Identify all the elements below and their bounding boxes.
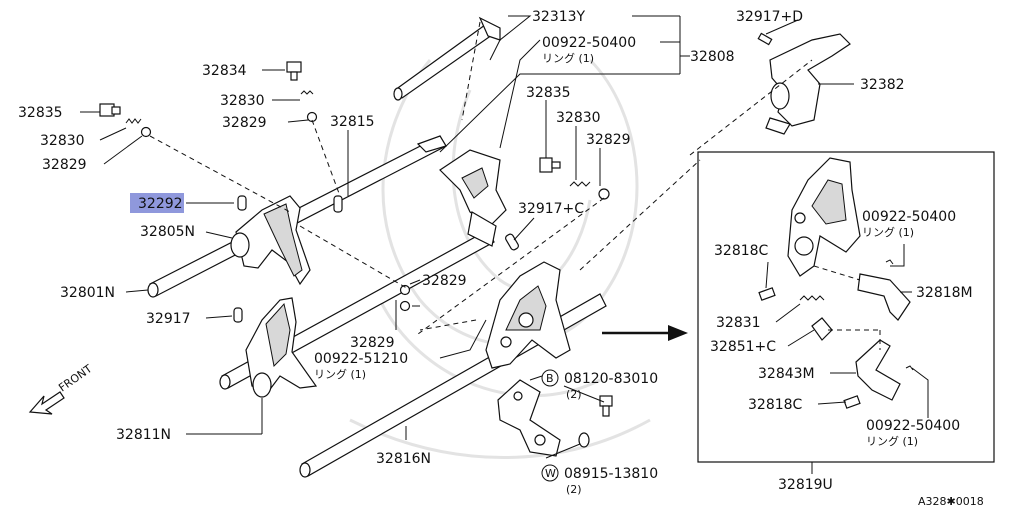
label-32829-left: 32829 [42, 157, 87, 173]
fork-32805N [230, 195, 311, 286]
label-32805N: 32805N [140, 224, 195, 240]
bolt-08120 [599, 395, 613, 417]
pin-32917D [757, 32, 773, 46]
interlock-pin [333, 195, 343, 213]
part-labels: 32313Y 00922-50400 リング (1) 32808 32834 3… [18, 9, 973, 496]
ball-32829-center [598, 188, 610, 200]
pin-32818C-a [758, 287, 776, 301]
label-32830-left: 32830 [40, 133, 85, 149]
ring-inset-top [885, 259, 894, 265]
fork-32816N [485, 261, 571, 369]
pin-32818C-b [843, 395, 861, 409]
fork-32811N [245, 297, 318, 398]
label-32829-mid: 32829 [422, 273, 467, 289]
rod-32313Y [393, 16, 501, 101]
front-label: FRONT [56, 362, 94, 394]
label-08915-13810: 08915-13810 [564, 466, 658, 482]
label-32292[interactable]: 32292 [138, 196, 183, 212]
ball-32829-top [306, 111, 318, 123]
label-32835-center: 32835 [526, 85, 571, 101]
b-circle [541, 369, 559, 387]
inset-arrow [602, 325, 688, 341]
label-ring-c: リング (1) [862, 225, 914, 239]
fork-insert [787, 157, 861, 277]
diagram-id: A328✱0018 [918, 495, 984, 508]
label-32829-center: 32829 [586, 132, 631, 148]
spring-32830-center [569, 181, 591, 187]
lever-32382 [765, 33, 851, 135]
bolt-32835-left [99, 103, 121, 117]
label-32818M: 32818M [916, 285, 973, 301]
label-32831: 32831 [716, 315, 761, 331]
label-32816N: 32816N [376, 451, 431, 467]
pin-32292 [237, 195, 247, 211]
plate-32818M [857, 273, 911, 321]
front-indicator: FRONT [28, 362, 95, 415]
label-32834: 32834 [202, 63, 247, 79]
label-00922-50400-c: 00922-50400 [866, 418, 960, 434]
ball-32829-left [140, 126, 152, 138]
front-arrow-icon [28, 391, 65, 415]
ball-32829-mid-b [399, 300, 411, 312]
label-32829-lower: 32829 [350, 335, 395, 351]
label-32819U: 32819U [778, 477, 833, 493]
label-qty-w: (2) [566, 483, 582, 496]
label-32835-left: 32835 [18, 105, 63, 121]
label-32811N: 32811N [116, 427, 171, 443]
pin-32917C [505, 233, 519, 251]
pin-32917 [233, 307, 243, 323]
label-32843M: 32843M [758, 366, 815, 382]
w-circle [541, 464, 559, 482]
label-00922-50400-a: 00922-50400 [542, 35, 636, 51]
label-32815: 32815 [330, 114, 375, 130]
plunger-32851C [811, 317, 833, 341]
ring-inset-bottom [905, 365, 914, 371]
spring-32830-top [300, 90, 314, 95]
label-32818C-a: 32818C [714, 243, 769, 259]
label-32917D: 32917+D [736, 9, 803, 25]
label-32313Y: 32313Y [532, 9, 586, 25]
spring-32830-left [125, 118, 142, 124]
label-32801N: 32801N [60, 285, 115, 301]
label-ring-b: リング (1) [314, 367, 366, 381]
lever-32843M [855, 339, 901, 401]
label-32818C-b: 32818C [748, 397, 803, 413]
spring-32831 [799, 295, 825, 301]
label-ring-d: リング (1) [866, 434, 918, 448]
alignment-lines [149, 21, 881, 350]
inset-box-32819U [697, 151, 995, 463]
label-32851C: 32851+C [710, 339, 776, 355]
bracket-32808 [439, 149, 507, 247]
label-32829-a: 32829 [222, 115, 267, 131]
w-mark: W [545, 467, 556, 480]
b-mark: B [546, 372, 554, 385]
washer-08915 [578, 432, 590, 448]
highlight-32292 [130, 193, 184, 213]
label-00922-50400-b: 00922-50400 [862, 209, 956, 225]
label-32382: 32382 [860, 77, 905, 93]
label-32830-center: 32830 [556, 110, 601, 126]
label-32917: 32917 [146, 311, 191, 327]
label-08120-83010: 08120-83010 [564, 371, 658, 387]
bolt-32835-center [539, 157, 561, 173]
label-00922-51210: 00922-51210 [314, 351, 408, 367]
label-qty-b: (2) [566, 388, 582, 401]
bracket-08120 [497, 379, 561, 457]
label-32808: 32808 [690, 49, 735, 65]
label-32830-a: 32830 [220, 93, 265, 109]
label-32917C: 32917+C [518, 201, 584, 217]
bolt-32834 [286, 61, 302, 81]
label-ring-a: リング (1) [542, 51, 594, 65]
leader-lines [80, 15, 929, 474]
